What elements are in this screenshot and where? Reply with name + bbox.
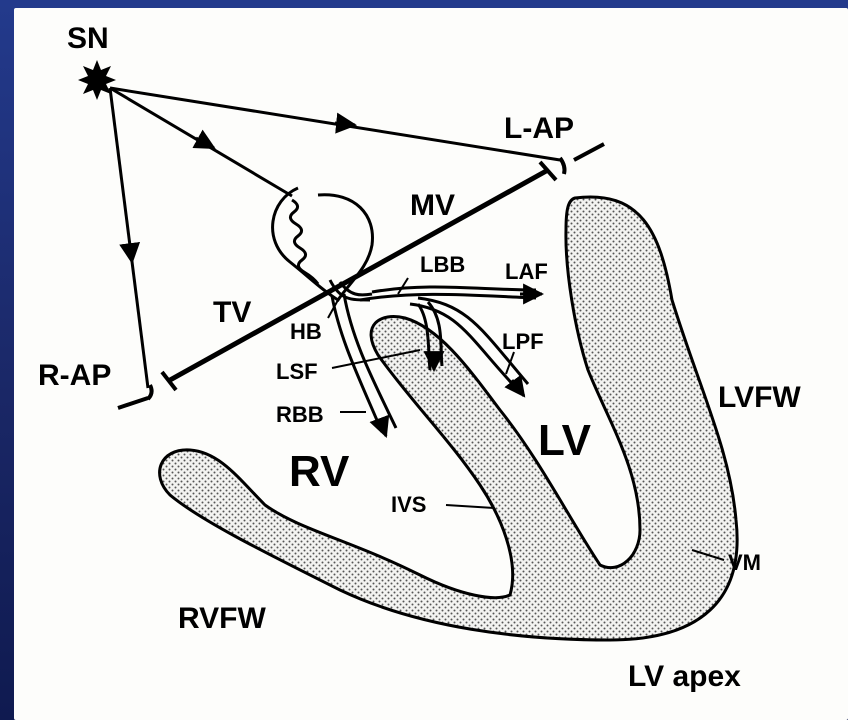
label-r-ap: R-AP — [38, 359, 111, 392]
label-lv-apex: LV apex — [628, 660, 741, 693]
valve-plane-cap-left — [162, 372, 176, 390]
sn-to-av-arrow — [196, 138, 214, 148]
lpf-arrow — [512, 380, 524, 396]
label-lbb: LBB — [420, 252, 465, 277]
sn-to-rap-pathway — [110, 88, 148, 388]
label-hb: HB — [290, 319, 322, 344]
rap-marker — [118, 385, 152, 408]
sn-to-lap-arrow — [335, 123, 355, 125]
ivs-leader — [446, 505, 494, 508]
label-mv: MV — [410, 189, 455, 222]
label-lpf: LPF — [502, 329, 544, 354]
lap-marker — [560, 144, 604, 174]
label-rvfw: RVFW — [178, 602, 266, 635]
label-lv: LV — [538, 416, 592, 465]
label-laf: LAF — [505, 259, 548, 284]
atrioventricular-outline — [273, 188, 373, 300]
lpf-leader — [506, 352, 514, 374]
label-lvfw: LVFW — [718, 381, 801, 414]
atrial-septum-wavy — [290, 200, 318, 284]
label-rbb: RBB — [276, 402, 324, 427]
label-lsf: LSF — [276, 359, 318, 384]
lbb-leader — [398, 278, 408, 294]
label-vm: VM — [728, 550, 761, 575]
label-rv: RV — [289, 447, 350, 496]
sn-to-rap-arrow — [130, 246, 132, 262]
label-tv: TV — [213, 296, 251, 329]
left-bundle-branch — [360, 287, 536, 300]
label-ivs: IVS — [391, 492, 426, 517]
label-sn: SN — [67, 22, 109, 55]
label-l-ap: L-AP — [504, 112, 574, 145]
